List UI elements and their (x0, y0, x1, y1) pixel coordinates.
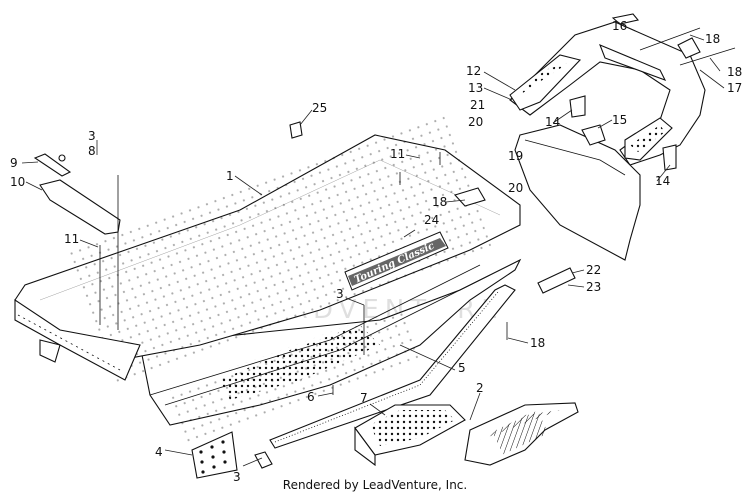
callout-21: 21 (470, 98, 485, 112)
plate-light (537, 267, 576, 294)
callout-6: 6 (307, 390, 315, 404)
callout-25: 25 (312, 101, 327, 115)
callout-20a: 20 (468, 115, 483, 129)
rear-cowl (514, 95, 677, 261)
callouts: 1 2 3 3 3 4 5 6 7 8 9 10 11 11 12 13 14 … (10, 19, 742, 484)
callout-8: 8 (88, 144, 96, 158)
callout-3b: 3 (336, 287, 344, 301)
callout-2: 2 (476, 381, 484, 395)
tag-25-part (289, 121, 303, 139)
callout-3c: 3 (233, 470, 241, 484)
callout-7: 7 (360, 391, 368, 405)
side-bracket (464, 402, 579, 466)
callout-5: 5 (458, 361, 466, 375)
rear-bumper-assembly (509, 13, 706, 166)
footrest (354, 404, 466, 467)
running-board-rail (269, 284, 516, 449)
callout-10: 10 (10, 175, 25, 189)
callout-1: 1 (226, 169, 234, 183)
callout-20b: 20 (508, 181, 523, 195)
callout-13: 13 (468, 81, 483, 95)
fasteners (99, 27, 736, 395)
callout-18b: 18 (727, 65, 742, 79)
callout-24: 24 (424, 213, 439, 227)
callout-19: 19 (508, 149, 523, 163)
callout-18d: 18 (530, 336, 545, 350)
callout-18a: 18 (705, 32, 720, 46)
callout-22: 22 (586, 263, 601, 277)
mounting-plate (191, 431, 273, 479)
callout-12: 12 (466, 64, 481, 78)
seat-base-body (14, 115, 522, 448)
callout-14a: 14 (545, 115, 560, 129)
callout-18c: 18 (432, 195, 447, 209)
callout-15: 15 (612, 113, 627, 127)
callout-23: 23 (586, 280, 601, 294)
callout-11b: 11 (390, 147, 405, 161)
callout-3a: 3 (88, 129, 96, 143)
callout-16: 16 (612, 19, 627, 33)
handle-18 (454, 187, 486, 207)
callout-14b: 14 (655, 174, 670, 188)
callout-11a: 11 (64, 232, 79, 246)
footer-credit: Rendered by LeadVenture, Inc. (282, 478, 468, 492)
callout-9: 9 (10, 156, 18, 170)
left-bracket (33, 153, 121, 235)
callout-4: 4 (155, 445, 163, 459)
leader-lines (21, 21, 725, 467)
callout-17: 17 (727, 81, 742, 95)
